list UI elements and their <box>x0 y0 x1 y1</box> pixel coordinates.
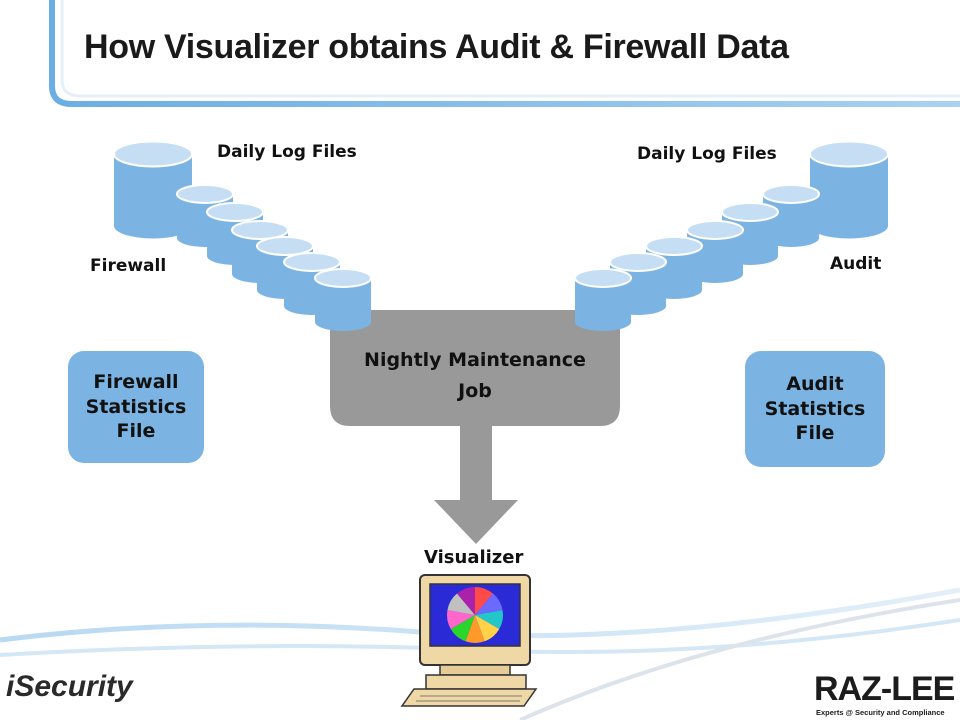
computer-icon <box>400 574 538 707</box>
firewall-database-cylinder <box>113 140 193 239</box>
firewall-daily-log-cylinder-6 <box>314 268 372 331</box>
audit-daily-log-cylinder-6 <box>574 268 632 331</box>
firewall-label: Firewall <box>90 256 167 276</box>
arrow-down-icon <box>434 426 518 544</box>
pie-slice <box>447 593 475 615</box>
isecurity-logo-text: iSecurity <box>6 670 133 703</box>
log-file-cylinders <box>113 140 889 331</box>
pie-slice <box>475 593 503 615</box>
raz-lee-logo: RAZ-LEE Experts @ Security and Complianc… <box>808 668 956 718</box>
nightly-maintenance-job-box <box>330 310 620 426</box>
raz-lee-tagline: Experts @ Security and Compliance <box>816 708 945 717</box>
isecurity-logo: iSecurity <box>6 670 133 704</box>
raz-lee-logo-text: RAZ-LEE <box>814 670 955 708</box>
left-daily-log-files-label: Daily Log Files <box>217 142 357 162</box>
pie-slice <box>475 615 500 642</box>
visualizer-label: Visualizer <box>424 547 524 568</box>
pie-slice <box>465 615 485 643</box>
pie-chart-icon <box>447 587 503 643</box>
header-decoration <box>49 0 960 107</box>
audit-database-cylinder <box>809 140 889 239</box>
audit-statistics-file-box: Audit Statistics File <box>745 351 885 467</box>
pie-slice <box>475 610 503 629</box>
nightly-maintenance-job-label: Nightly Maintenance Job <box>364 349 586 403</box>
audit-label: Audit <box>830 254 882 274</box>
firewall-statistics-file-box: Firewall Statistics File <box>68 351 204 463</box>
pie-slice <box>475 587 493 615</box>
pie-slice <box>447 610 475 629</box>
pie-slice <box>450 615 475 642</box>
page-title: How Visualizer obtains Audit & Firewall … <box>84 28 789 66</box>
right-daily-log-files-label: Daily Log Files <box>637 144 777 164</box>
pie-slice <box>457 587 475 615</box>
